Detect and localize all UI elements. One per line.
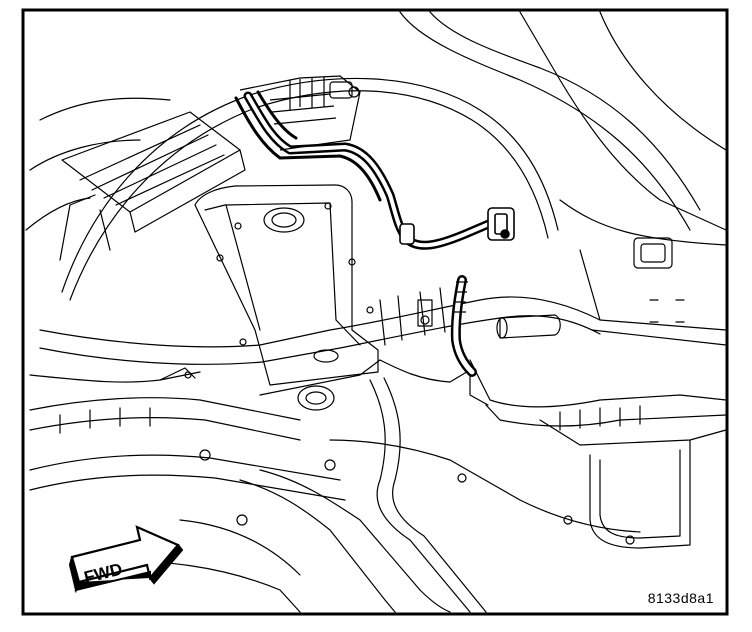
forward-direction-arrow: FWD	[68, 525, 184, 594]
upper-component	[239, 75, 361, 151]
figure-id: 8133d8a1	[647, 590, 714, 606]
figure-border	[21, 8, 729, 616]
vehicle-body-linework	[25, 11, 727, 613]
hose-fitting	[399, 207, 515, 313]
hose-assembly	[234, 90, 503, 377]
